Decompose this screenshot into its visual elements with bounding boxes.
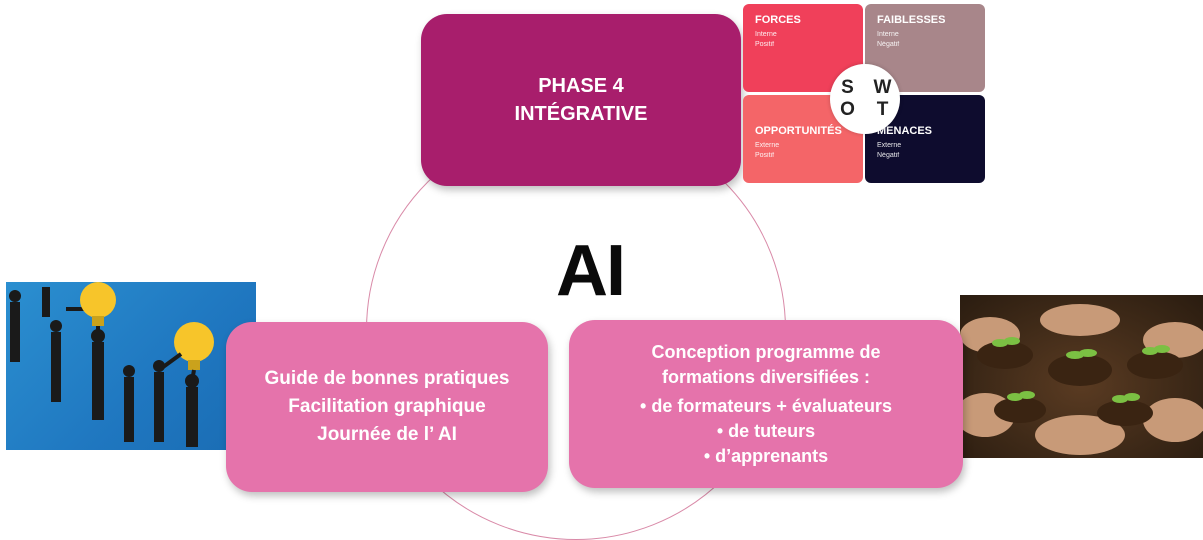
- seedlings-hands-photo: [960, 295, 1203, 458]
- swot-letter-s: S: [841, 77, 854, 98]
- swot-center-badge: S W O T: [830, 64, 900, 134]
- training-program-box: Conception programme de formations diver…: [569, 320, 963, 488]
- swot-threats-sub2: Négatif: [877, 152, 900, 159]
- practices-line-2: Facilitation graphique: [288, 396, 486, 417]
- swot-threats-title: MENACES: [877, 125, 933, 137]
- swot-weaknesses-sub2: Négatif: [877, 41, 900, 48]
- swot-opportunities-title: OPPORTUNITÉS: [755, 125, 842, 137]
- lightbulbs-illustration: [9, 282, 214, 447]
- center-title: AI: [556, 231, 626, 311]
- swot-letter-t: T: [876, 99, 889, 120]
- swot-opportunities: OPPORTUNITÉS Externe Positif: [743, 95, 863, 183]
- swot-opportunities-sub2: Positif: [755, 152, 775, 159]
- training-heading-1: Conception programme de: [651, 341, 881, 362]
- swot-strengths-sub2: Positif: [755, 41, 775, 48]
- swot-strengths-sub1: Interne: [755, 31, 777, 38]
- swot-strengths-title: FORCES: [755, 14, 801, 26]
- phase-box: PHASE 4 INTÉGRATIVE: [421, 14, 741, 186]
- phase-name: INTÉGRATIVE: [514, 103, 648, 125]
- swot-weaknesses-sub1: Interne: [877, 31, 899, 38]
- practices-line-3: Journée de l’ AI: [317, 424, 457, 445]
- swot-weaknesses: FAIBLESSES Interne Négatif: [865, 4, 985, 92]
- swot-threats-sub1: Externe: [877, 142, 902, 149]
- swot-weaknesses-title: FAIBLESSES: [877, 14, 946, 26]
- swot-opportunities-sub1: Externe: [755, 142, 780, 149]
- swot-letter-o: O: [840, 99, 855, 120]
- phase-label: PHASE 4: [538, 75, 624, 97]
- swot-letter-w: W: [873, 77, 892, 98]
- training-bullet-1: • de formateurs + évaluateurs: [640, 395, 892, 416]
- seedlings-illustration: [960, 304, 1203, 455]
- lightbulbs-photo: [6, 282, 256, 450]
- practices-box: Guide de bonnes pratiques Facilitation g…: [226, 322, 548, 492]
- training-heading-2: formations diversifiées :: [661, 366, 871, 387]
- practices-line-1: Guide de bonnes pratiques: [264, 368, 510, 389]
- training-bullet-3: • d’apprenants: [703, 445, 829, 466]
- training-bullet-2: • de tuteurs: [716, 420, 816, 441]
- swot-matrix: FORCES Interne Positif FAIBLESSES Intern…: [743, 4, 987, 184]
